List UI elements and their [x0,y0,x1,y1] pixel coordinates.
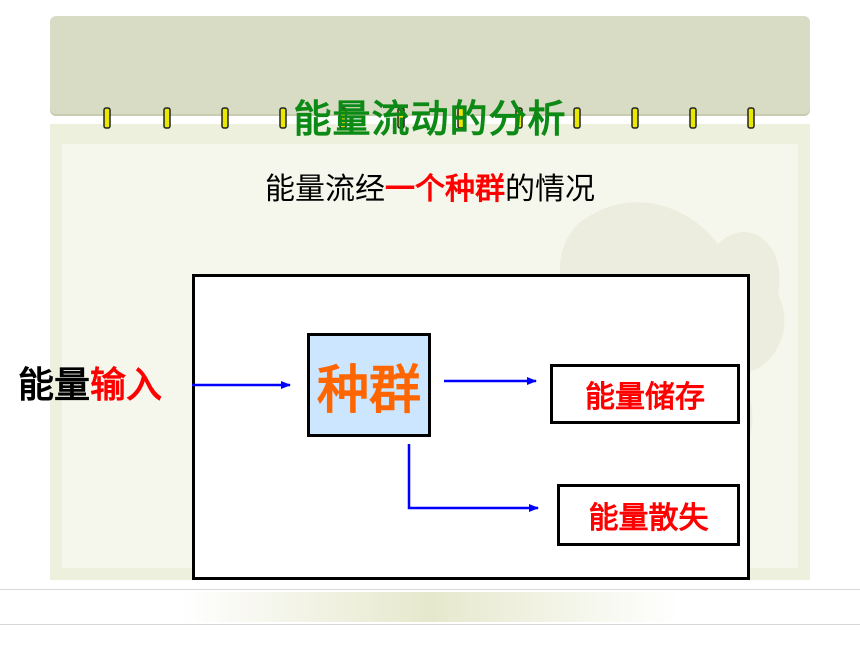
binder-ring-icon [688,106,698,130]
energy-storage-box: 能量储存 [550,364,740,424]
binder-ring-icon [338,106,348,130]
footer-divider [0,589,860,590]
binder-ring-icon [220,106,230,130]
population-box: 种群 [307,333,431,437]
title-banner [50,16,810,116]
binder-ring-icon [278,106,288,130]
subtitle-suffix: 的情况 [505,172,595,207]
loss-arrow [407,444,539,512]
binder-ring-icon [396,106,406,130]
binder-ring-icon [162,106,172,130]
input-prefix: 能量 [18,365,91,406]
footer-divider [0,624,860,625]
binder-ring-icon [514,106,524,130]
energy-loss-box: 能量散失 [557,484,740,546]
binder-ring-icon [572,106,582,130]
subtitle-highlight: 一个种群 [385,172,505,207]
slide-subtitle: 能量流经一个种群的情况 [0,164,860,208]
footer-band [180,592,680,622]
binder-ring-icon [746,106,756,130]
input-highlight: 输入 [90,365,163,406]
energy-input-label: 能量输入 [18,356,162,408]
binder-ring-icon [630,106,640,130]
slide-title: 能量流动的分析 [293,97,567,141]
binder-ring-icon [102,106,112,130]
binder-ring-icon [456,106,466,130]
subtitle-prefix: 能量流经 [265,172,385,207]
